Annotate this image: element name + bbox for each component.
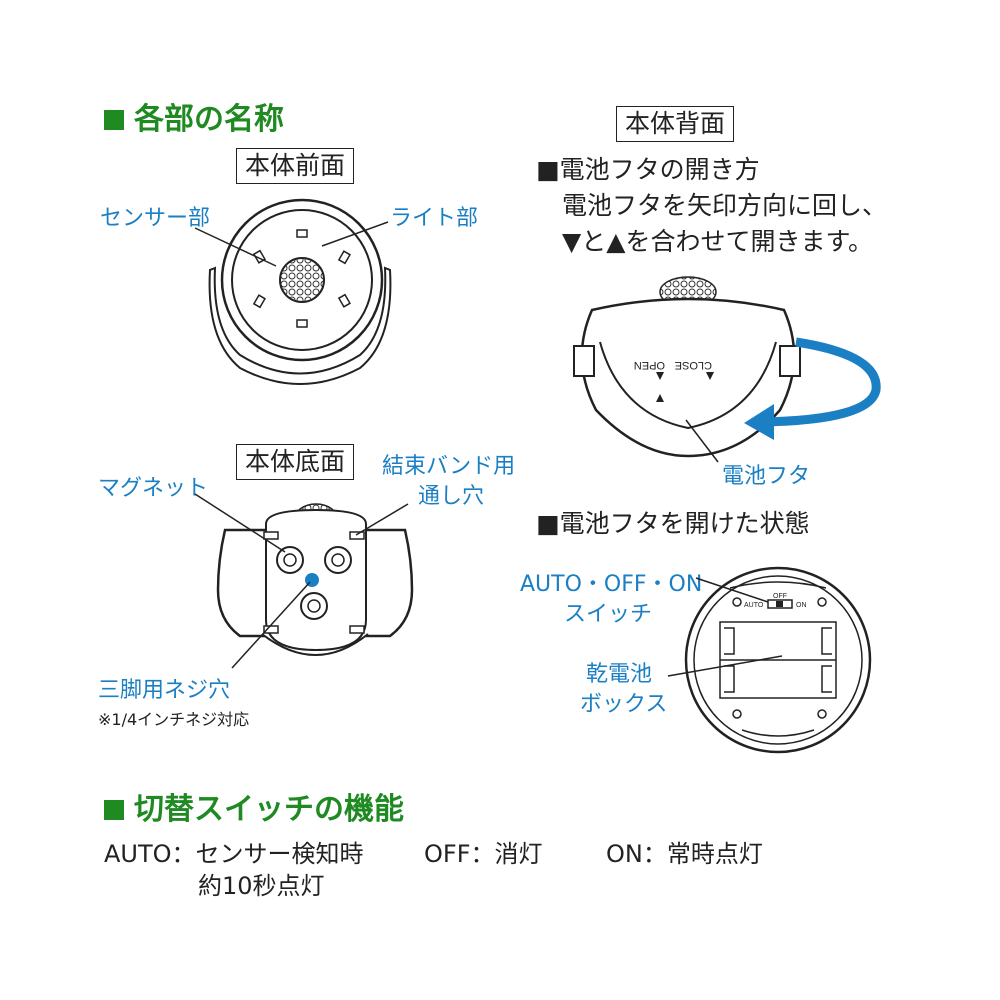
label-battery-cover: 電池フタ (722, 464, 811, 489)
section-title-switch: 切替スイッチの機能 (104, 784, 404, 828)
func-auto: AUTO：センサー検知時 (104, 840, 364, 868)
open-mark: OPEN (634, 359, 665, 371)
label-tripod-note: ※1/4インチネジ対応 (98, 710, 250, 729)
func-off: OFF：消灯 (424, 840, 543, 868)
label-front-view: 本体前面 (236, 148, 355, 184)
rotate-arrow (761, 337, 881, 427)
back-line1: 電池フタを矢印方向に回し、 (562, 191, 888, 220)
mini-auto: AUTO (744, 602, 764, 609)
section-title-parts: 各部の名称 (104, 94, 284, 138)
bottom-view-device (216, 503, 414, 656)
label-switch-1: AUTO・OFF・ON (520, 572, 703, 597)
green-square-icon (104, 110, 124, 130)
back-view-device: OPEN CLOSE (573, 276, 801, 458)
label-magnet: マグネット (98, 476, 209, 501)
label-switch-2: スイッチ (564, 602, 653, 627)
label-battery-box-2: ボックス (580, 692, 668, 717)
mini-on: ON (796, 602, 807, 609)
label-bottom-view: 本体底面 (236, 444, 355, 480)
mini-off: OFF (773, 593, 787, 600)
back-line2: ▼と▲を合わせて開きます。 (562, 227, 873, 256)
open-state-device: AUTO OFF ON (684, 566, 872, 754)
leader-band-hole (355, 503, 409, 536)
leader-magnet (194, 493, 286, 553)
leader-tripod (231, 581, 311, 669)
close-mark: CLOSE (675, 359, 712, 371)
front-view-device (208, 198, 392, 385)
func-auto-line2: 約10秒点灯 (198, 872, 325, 900)
leader-switch (695, 577, 769, 603)
open-state-heading: ■電池フタを開けた状態 (536, 509, 810, 538)
label-back-view: 本体背面 (616, 106, 735, 142)
label-tripod-hole: 三脚用ネジ穴 (98, 678, 231, 703)
leader-sensor (194, 227, 277, 267)
leader-light (321, 221, 389, 247)
label-sensor: センサー部 (100, 206, 211, 231)
green-square-icon (104, 800, 124, 820)
func-on: ON：常時点灯 (606, 840, 763, 868)
label-band-hole-2: 通し穴 (418, 484, 485, 509)
leader-battery-box (667, 655, 783, 677)
arrow-head-icon (744, 404, 774, 440)
label-battery-box-1: 乾電池 (586, 662, 653, 687)
back-heading: ■電池フタの開き方 (536, 155, 760, 184)
leader-battery-cover (685, 419, 719, 463)
label-band-hole-1: 結束バンド用 (382, 454, 516, 479)
label-light: ライト部 (390, 206, 479, 231)
